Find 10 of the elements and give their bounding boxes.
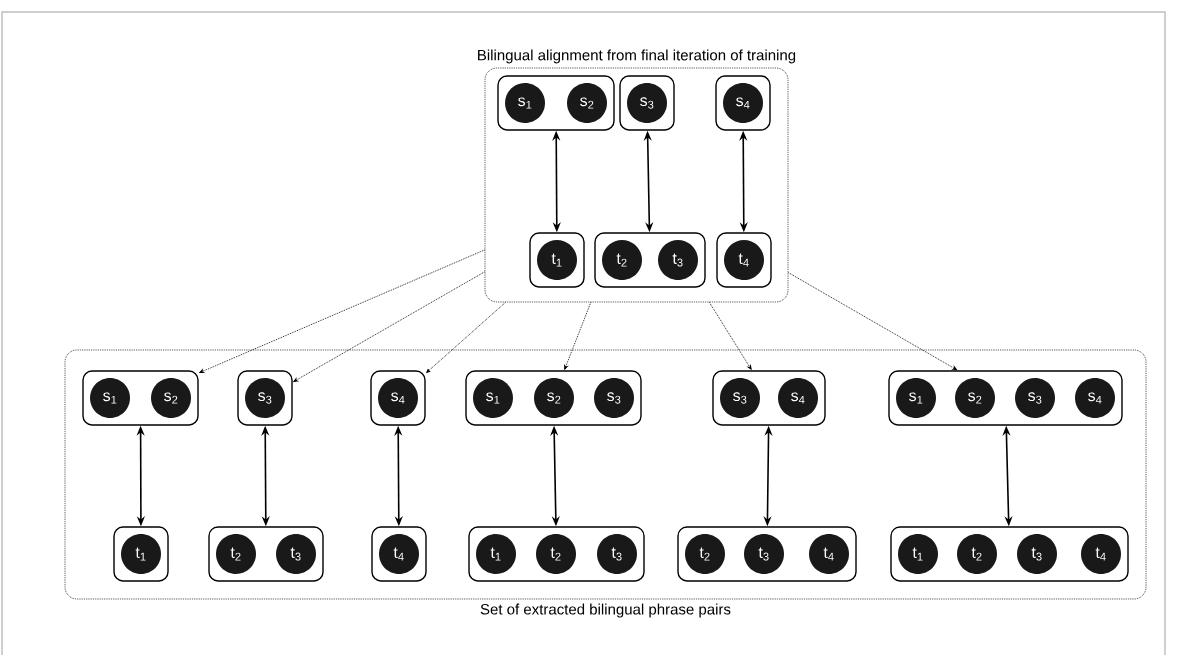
arrow bbox=[787, 272, 958, 371]
arrow bbox=[199, 249, 486, 373]
group-frame bbox=[478, 49, 796, 303]
group-heading: Bilingual alignment from final iteration of training bbox=[478, 49, 796, 64]
group-heading: Set of extracted bilingual phrase pairs bbox=[480, 603, 731, 618]
arrow bbox=[564, 301, 592, 370]
arrow bbox=[426, 301, 506, 373]
group-frame bbox=[64, 349, 1147, 618]
arrow bbox=[293, 271, 486, 382]
arrow bbox=[708, 301, 752, 370]
